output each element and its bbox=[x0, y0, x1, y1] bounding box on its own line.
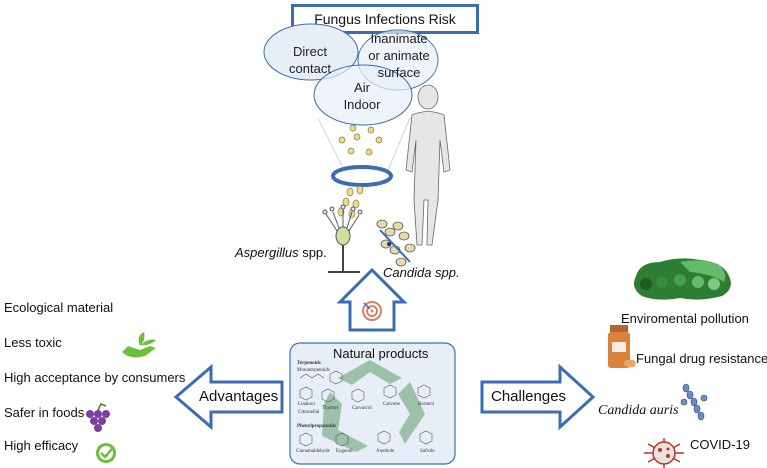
tiny-label: Citronellal bbox=[298, 410, 320, 415]
tiny-label: Monoterpenoids bbox=[297, 368, 330, 373]
candida-icon bbox=[376, 219, 416, 267]
challenges-label: Challenges bbox=[491, 388, 567, 405]
challenges-arrow bbox=[480, 363, 596, 431]
surface-label: Inanimate or animate surface bbox=[368, 31, 430, 80]
grapes-icon bbox=[86, 403, 110, 432]
challenge-item: COVID-19 bbox=[690, 437, 750, 452]
advantage-item: Safer in foods bbox=[4, 405, 85, 420]
tiny-label: Borneol bbox=[418, 402, 435, 407]
funnel-left-line bbox=[317, 117, 345, 171]
air-indoor-circle bbox=[313, 64, 413, 126]
tiny-label: Anethole bbox=[376, 449, 395, 454]
yeast-chain-icon bbox=[680, 383, 708, 421]
target-icon bbox=[362, 301, 382, 321]
virus-icon bbox=[644, 438, 684, 468]
challenge-item: Enviromental pollution bbox=[621, 311, 749, 326]
advantage-item: High acceptance by consumers bbox=[4, 370, 186, 385]
title-text: Fungus Infections Risk bbox=[314, 11, 456, 27]
human-silhouette-icon bbox=[405, 84, 451, 246]
natural-products-title: Natural products bbox=[333, 346, 429, 361]
candida-label: Candida spp. bbox=[383, 265, 460, 280]
challenge-item: Candida auris bbox=[598, 403, 679, 418]
advantages-label: Advantages bbox=[199, 388, 279, 405]
check-badge-icon bbox=[96, 443, 116, 463]
tiny-label: Eugenol bbox=[336, 449, 353, 454]
tiny-label: Cinnamaldehyde bbox=[296, 449, 330, 454]
up-arrow bbox=[336, 267, 408, 332]
spores bbox=[338, 124, 383, 156]
chemical-structures bbox=[299, 370, 433, 447]
plant-hand-icon bbox=[122, 332, 156, 358]
ring bbox=[331, 165, 393, 187]
advantage-item: Less toxic bbox=[4, 335, 62, 350]
environment-infographic-icon bbox=[634, 258, 731, 300]
challenge-item: Fungal drug resistance bbox=[636, 351, 767, 366]
pill-bottle-icon bbox=[608, 325, 636, 368]
tiny-label: Linalool bbox=[298, 402, 315, 407]
tiny-label: Safrole bbox=[420, 449, 435, 454]
funnel-right-line bbox=[387, 117, 411, 171]
advantage-item: Ecological material bbox=[4, 300, 114, 315]
tiny-label: Carvone bbox=[383, 402, 400, 407]
tiny-label: Phenylpropanoids bbox=[297, 424, 336, 429]
recycle-arrows-icon bbox=[322, 360, 425, 452]
advantage-item: High efficacy bbox=[4, 438, 79, 453]
tiny-label: Thymol bbox=[322, 406, 338, 411]
direct-contact-label: Direct contact bbox=[289, 44, 331, 76]
aspergillus-icon bbox=[322, 204, 363, 273]
direct-contact-circle bbox=[263, 23, 359, 81]
air-indoor-label: Air Indoor bbox=[343, 80, 381, 112]
aspergillus-label: Aspergillus spp. bbox=[235, 245, 327, 260]
tiny-label: Carvacrol bbox=[352, 406, 372, 411]
tiny-label: Terpenoids bbox=[297, 361, 321, 366]
advantages-arrow bbox=[173, 363, 284, 431]
